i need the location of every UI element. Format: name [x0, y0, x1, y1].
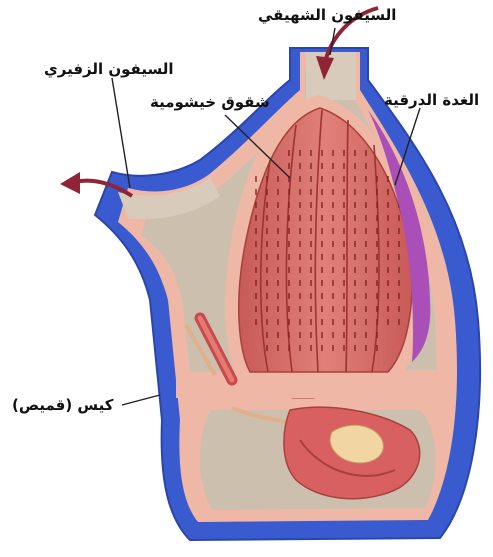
label-excurrent-siphon: السيفون الزفيري: [44, 60, 174, 78]
leader-tunic: [122, 395, 160, 405]
outflow-arrowhead: [60, 172, 80, 194]
label-endostyle: الغدة الدرقية: [384, 91, 479, 109]
label-gill-slits: شقوق خيشومية: [150, 93, 270, 111]
label-incurrent-siphon: السيفون الشهيقي: [258, 6, 396, 24]
leader-excurrent: [112, 78, 130, 188]
body-divider: [176, 376, 446, 398]
label-tunic: كيس (قميص): [12, 396, 113, 414]
